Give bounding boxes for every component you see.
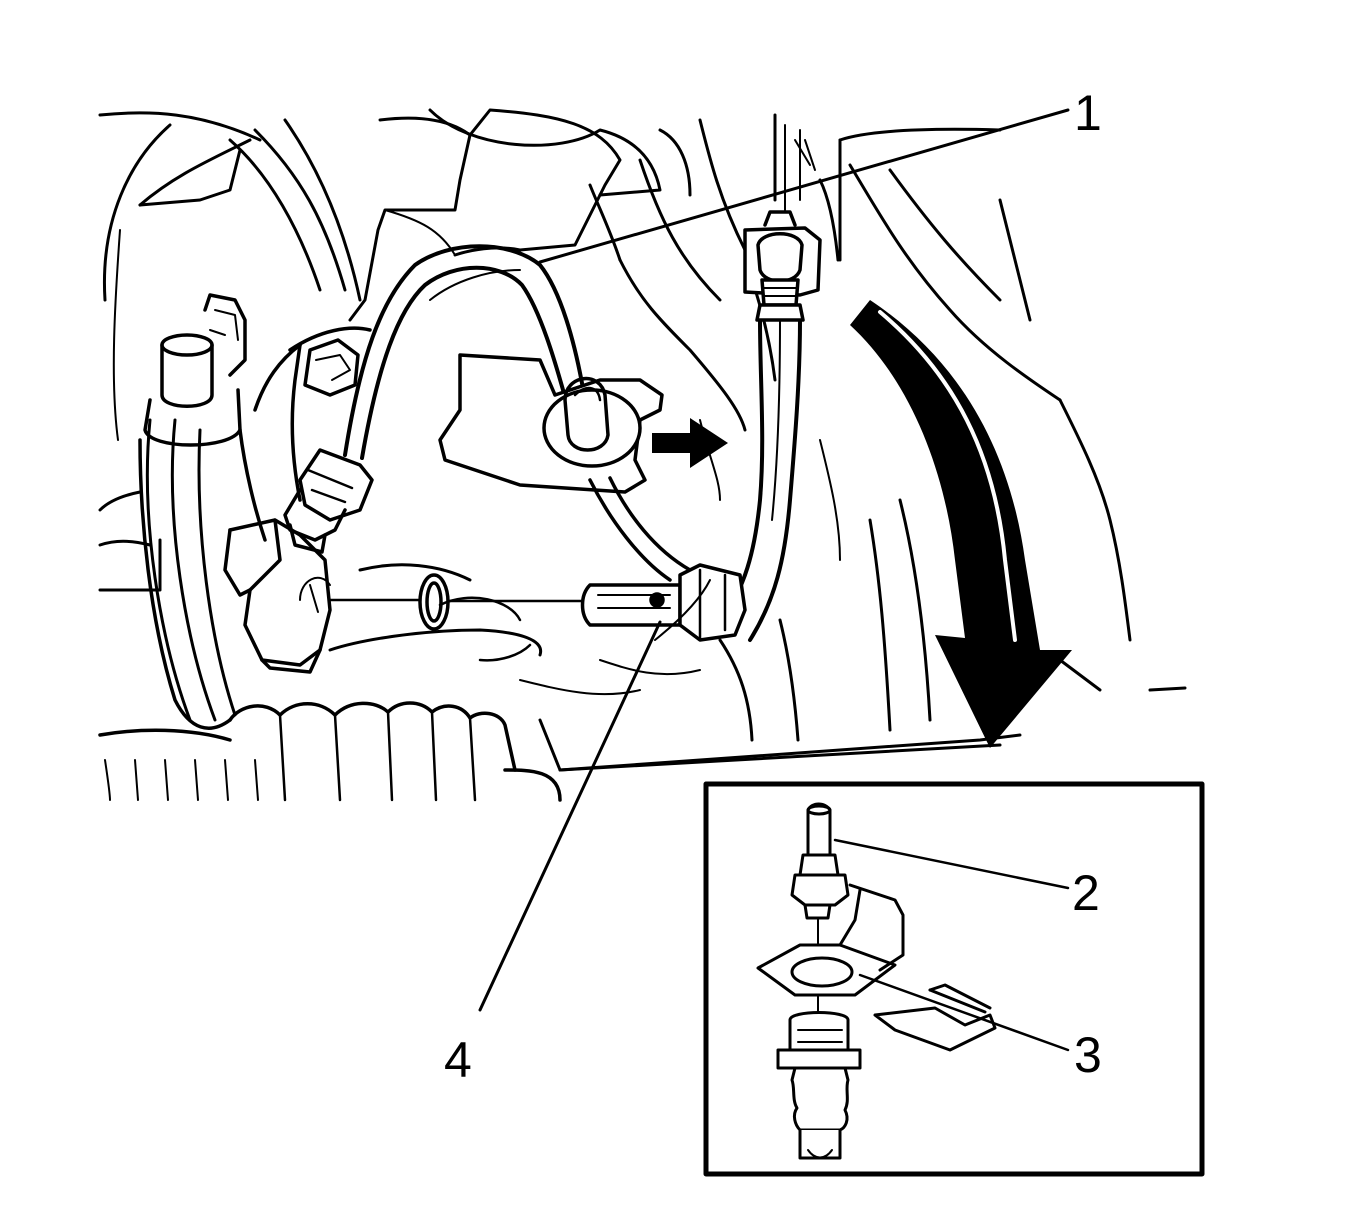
caliper-fitting [223, 518, 332, 674]
strut-body [348, 108, 1187, 772]
banjo-bolt [328, 563, 747, 642]
hose-bracket [438, 353, 664, 494]
brake-pipe [343, 244, 587, 460]
upper-hose-mount [743, 210, 822, 322]
wheel-tire [98, 111, 362, 722]
inset-leader-lines [833, 838, 1070, 1052]
control-arm [328, 563, 543, 662]
brake-hose-lower [588, 476, 692, 582]
callout-2: 2 [1072, 865, 1100, 921]
callout-4: 4 [444, 1032, 472, 1088]
callout-3: 3 [1074, 1027, 1102, 1083]
pipe-fitting [283, 448, 374, 554]
direction-arrow-small [652, 418, 728, 468]
steering-knuckle [138, 293, 372, 730]
callout-1: 1 [1074, 85, 1102, 141]
inset-detail [756, 802, 997, 1160]
drive-shaft-boot [98, 701, 562, 802]
leader-lines [478, 108, 1070, 1012]
removal-arrow-large [850, 300, 1072, 748]
